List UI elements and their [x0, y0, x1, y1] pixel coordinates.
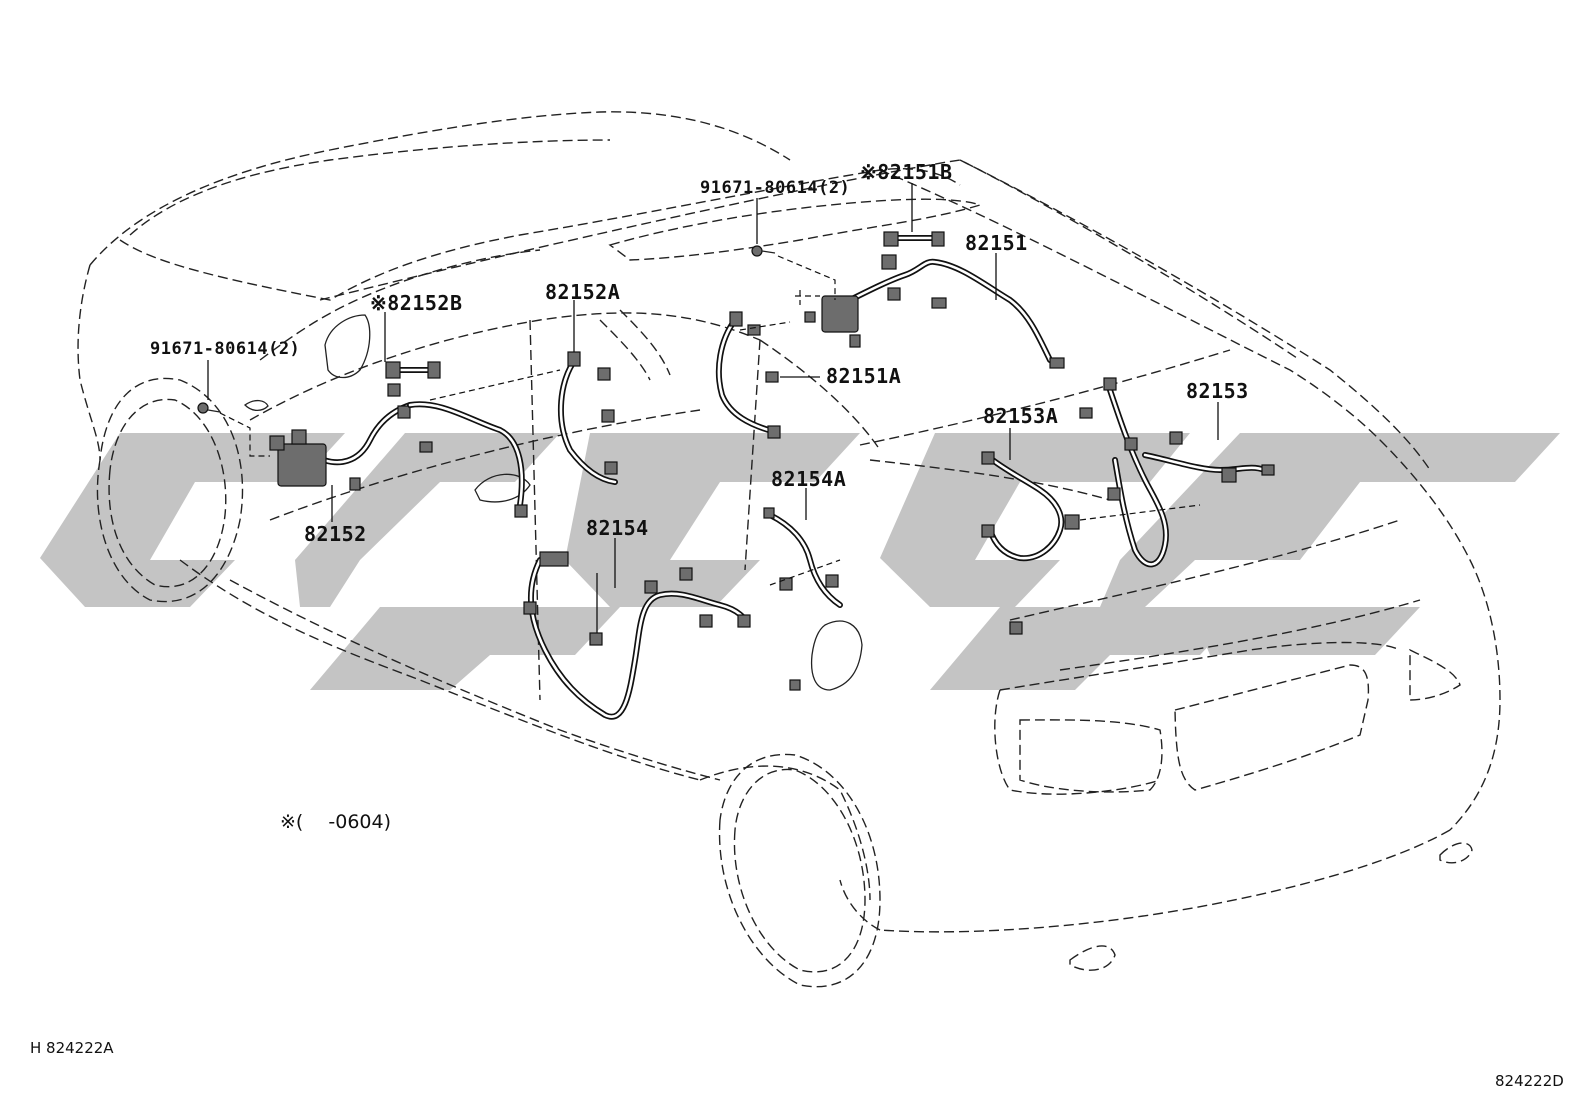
harness-82152-body	[407, 401, 528, 518]
bolt-icon	[751, 245, 763, 257]
harness-82153A	[981, 451, 1080, 635]
harness-82154A	[763, 507, 843, 691]
diagram-code-left: H 824222A	[30, 1039, 114, 1057]
bolt-icon	[197, 402, 209, 414]
part-label-82153A: 82153A	[983, 404, 1059, 428]
leaders	[207, 183, 1219, 633]
relay-block	[821, 295, 859, 333]
harness-82151	[804, 258, 1065, 369]
part-label-82152: 82152	[304, 522, 367, 546]
part-label-82154: 82154	[586, 516, 649, 540]
production-date-note: ※( -0604)	[280, 811, 391, 833]
bolts	[197, 245, 776, 414]
part-label-82151: 82151	[965, 231, 1028, 255]
part-label-82151A: 82151A	[826, 364, 902, 388]
part-label-91671-left: 91671-80614(2)	[150, 339, 301, 359]
part-label-82152B: ※82152B	[370, 291, 463, 315]
harness-82153	[1079, 377, 1275, 568]
part-label-82154A: 82154A	[771, 467, 847, 491]
part-label-91671-top: 91671-80614(2)	[700, 178, 851, 198]
harness-82151B	[881, 231, 945, 270]
car-body	[77, 111, 1501, 988]
part-label-82153: 82153	[1186, 379, 1249, 403]
harness-82152B	[385, 361, 441, 419]
harness-82154	[523, 551, 751, 720]
connector	[277, 443, 327, 487]
harness-82152	[269, 402, 433, 491]
diagram-code-right: 824222D	[1495, 1072, 1564, 1090]
part-label-82151B: ※82151B	[860, 160, 953, 184]
harness-82151A	[715, 311, 781, 439]
part-label-82152A: 82152A	[545, 280, 621, 304]
